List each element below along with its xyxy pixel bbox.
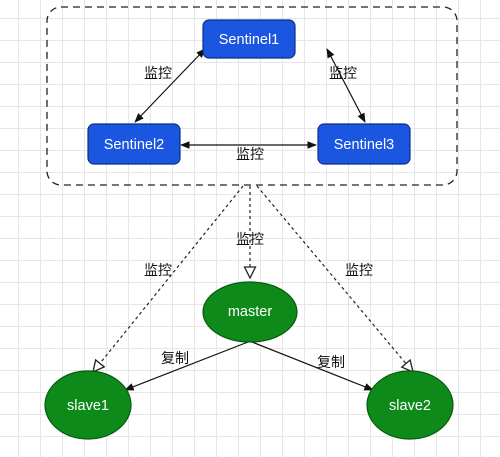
node-master: master <box>202 281 298 343</box>
node-sentinel1: Sentinel1 <box>202 19 296 59</box>
edge-sentinel1-sentinel3 <box>326 48 366 123</box>
node-sentinel3-label: Sentinel3 <box>334 137 394 153</box>
node-master-label: master <box>228 304 272 320</box>
edge-label-s1-s3: 监控 <box>329 66 357 82</box>
node-slave2: slave2 <box>366 370 454 440</box>
edge-label-master-slave1: 复制 <box>161 350 189 367</box>
edge-label-cluster-slave1: 监控 <box>144 263 172 279</box>
edge-cluster-slave2 <box>256 185 413 372</box>
edge-label-s1-s2: 监控 <box>144 66 172 82</box>
node-slave1: slave1 <box>44 370 132 440</box>
edge-master-slave2 <box>251 341 374 391</box>
node-slave1-label: slave1 <box>67 398 109 414</box>
edge-label-cluster-slave2: 监控 <box>345 263 373 279</box>
node-sentinel2-label: Sentinel2 <box>104 137 164 153</box>
edge-sentinel1-sentinel2 <box>134 48 206 123</box>
node-sentinel1-label: Sentinel1 <box>219 32 279 48</box>
edge-label-cluster-master: 监控 <box>236 232 264 248</box>
edge-label-s2-s3: 监控 <box>236 147 264 163</box>
node-sentinel2: Sentinel2 <box>87 123 181 165</box>
node-sentinel3: Sentinel3 <box>317 123 411 165</box>
edge-label-master-slave2: 复制 <box>317 354 345 371</box>
edge-master-slave1 <box>124 341 249 391</box>
edge-cluster-slave1 <box>93 185 244 372</box>
node-slave2-label: slave2 <box>389 398 431 414</box>
